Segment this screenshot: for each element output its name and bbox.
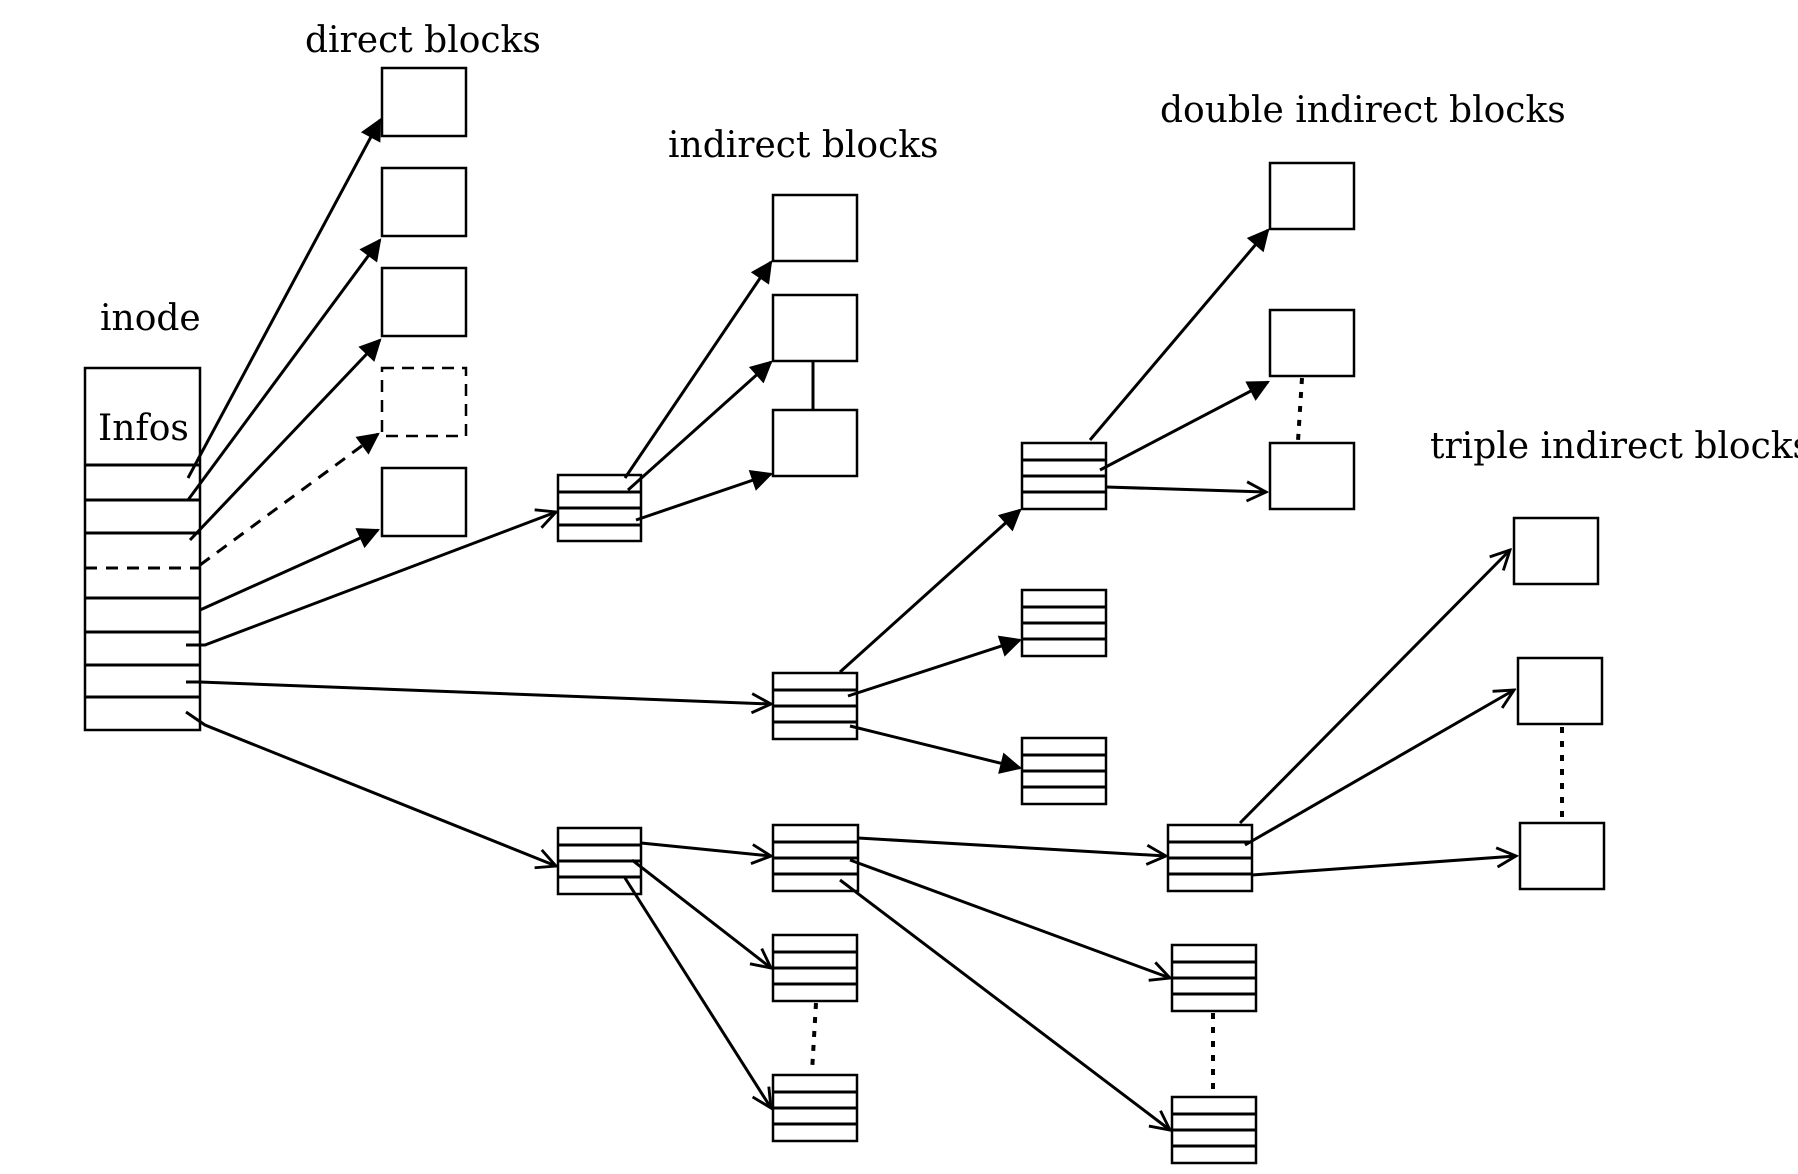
double-indirect-level2-block-1 — [1020, 441, 1108, 511]
indirect-blocks-label: indirect blocks — [668, 125, 939, 166]
indirect-data-block-3 — [771, 408, 859, 478]
inode-label: inode — [100, 298, 201, 339]
triple-indirect-blocks-label: triple indirect blocks — [1430, 426, 1798, 467]
indirect-pointer-arrow — [186, 512, 556, 647]
direct-pointer-arrows — [186, 118, 382, 612]
direct-block-last — [380, 466, 468, 538]
direct-block-3 — [380, 266, 468, 338]
double-indirect-level1-block — [771, 671, 859, 741]
triple-indirect-pointer-arrow — [185, 710, 556, 866]
triple-indirect-level3-block-1 — [1166, 823, 1254, 893]
triple-indirect-level2-block-1 — [771, 823, 860, 893]
double-indirect-data-arrows — [1088, 228, 1270, 492]
double-indirect-level2-block-3 — [1020, 736, 1108, 806]
triple-indirect-level3-block-2 — [1170, 943, 1258, 1013]
direct-block-2 — [380, 166, 468, 238]
triple-indirect-level3-block-3 — [1170, 1095, 1258, 1165]
infos-label: Infos — [98, 408, 189, 449]
indirect-data-block-2 — [771, 293, 859, 363]
indirect-pointer-block — [556, 473, 643, 543]
double-indirect-level2-arrows — [838, 508, 1023, 774]
direct-block-1 — [380, 66, 468, 138]
triple-indirect-data-block-3 — [1518, 821, 1606, 891]
triple-indirect-level3-arrows — [839, 836, 1170, 1130]
triple-indirect-level2-block-3 — [771, 1073, 859, 1143]
direct-blocks-label: direct blocks — [305, 20, 541, 61]
triple-indirect-level2-arrows — [623, 841, 771, 1108]
indirect-data-arrows — [623, 260, 774, 522]
direct-block-dashed — [380, 366, 468, 438]
indirect-data-block-1 — [771, 193, 859, 263]
triple-indirect-data-arrows — [1238, 550, 1516, 877]
triple-indirect-data-block-2 — [1516, 656, 1604, 726]
double-indirect-data-block-3 — [1268, 441, 1356, 511]
double-indirect-pointer-arrow — [186, 680, 771, 704]
triple-indirect-level2-block-2 — [771, 933, 859, 1003]
inode-table: Infos — [83, 366, 202, 732]
double-indirect-level2-block-2 — [1020, 588, 1108, 658]
double-indirect-data-block-2 — [1268, 308, 1356, 378]
double-indirect-data-block-1 — [1268, 161, 1356, 231]
triple-indirect-data-block-1 — [1512, 516, 1600, 586]
double-indirect-blocks-label: double indirect blocks — [1160, 90, 1566, 131]
